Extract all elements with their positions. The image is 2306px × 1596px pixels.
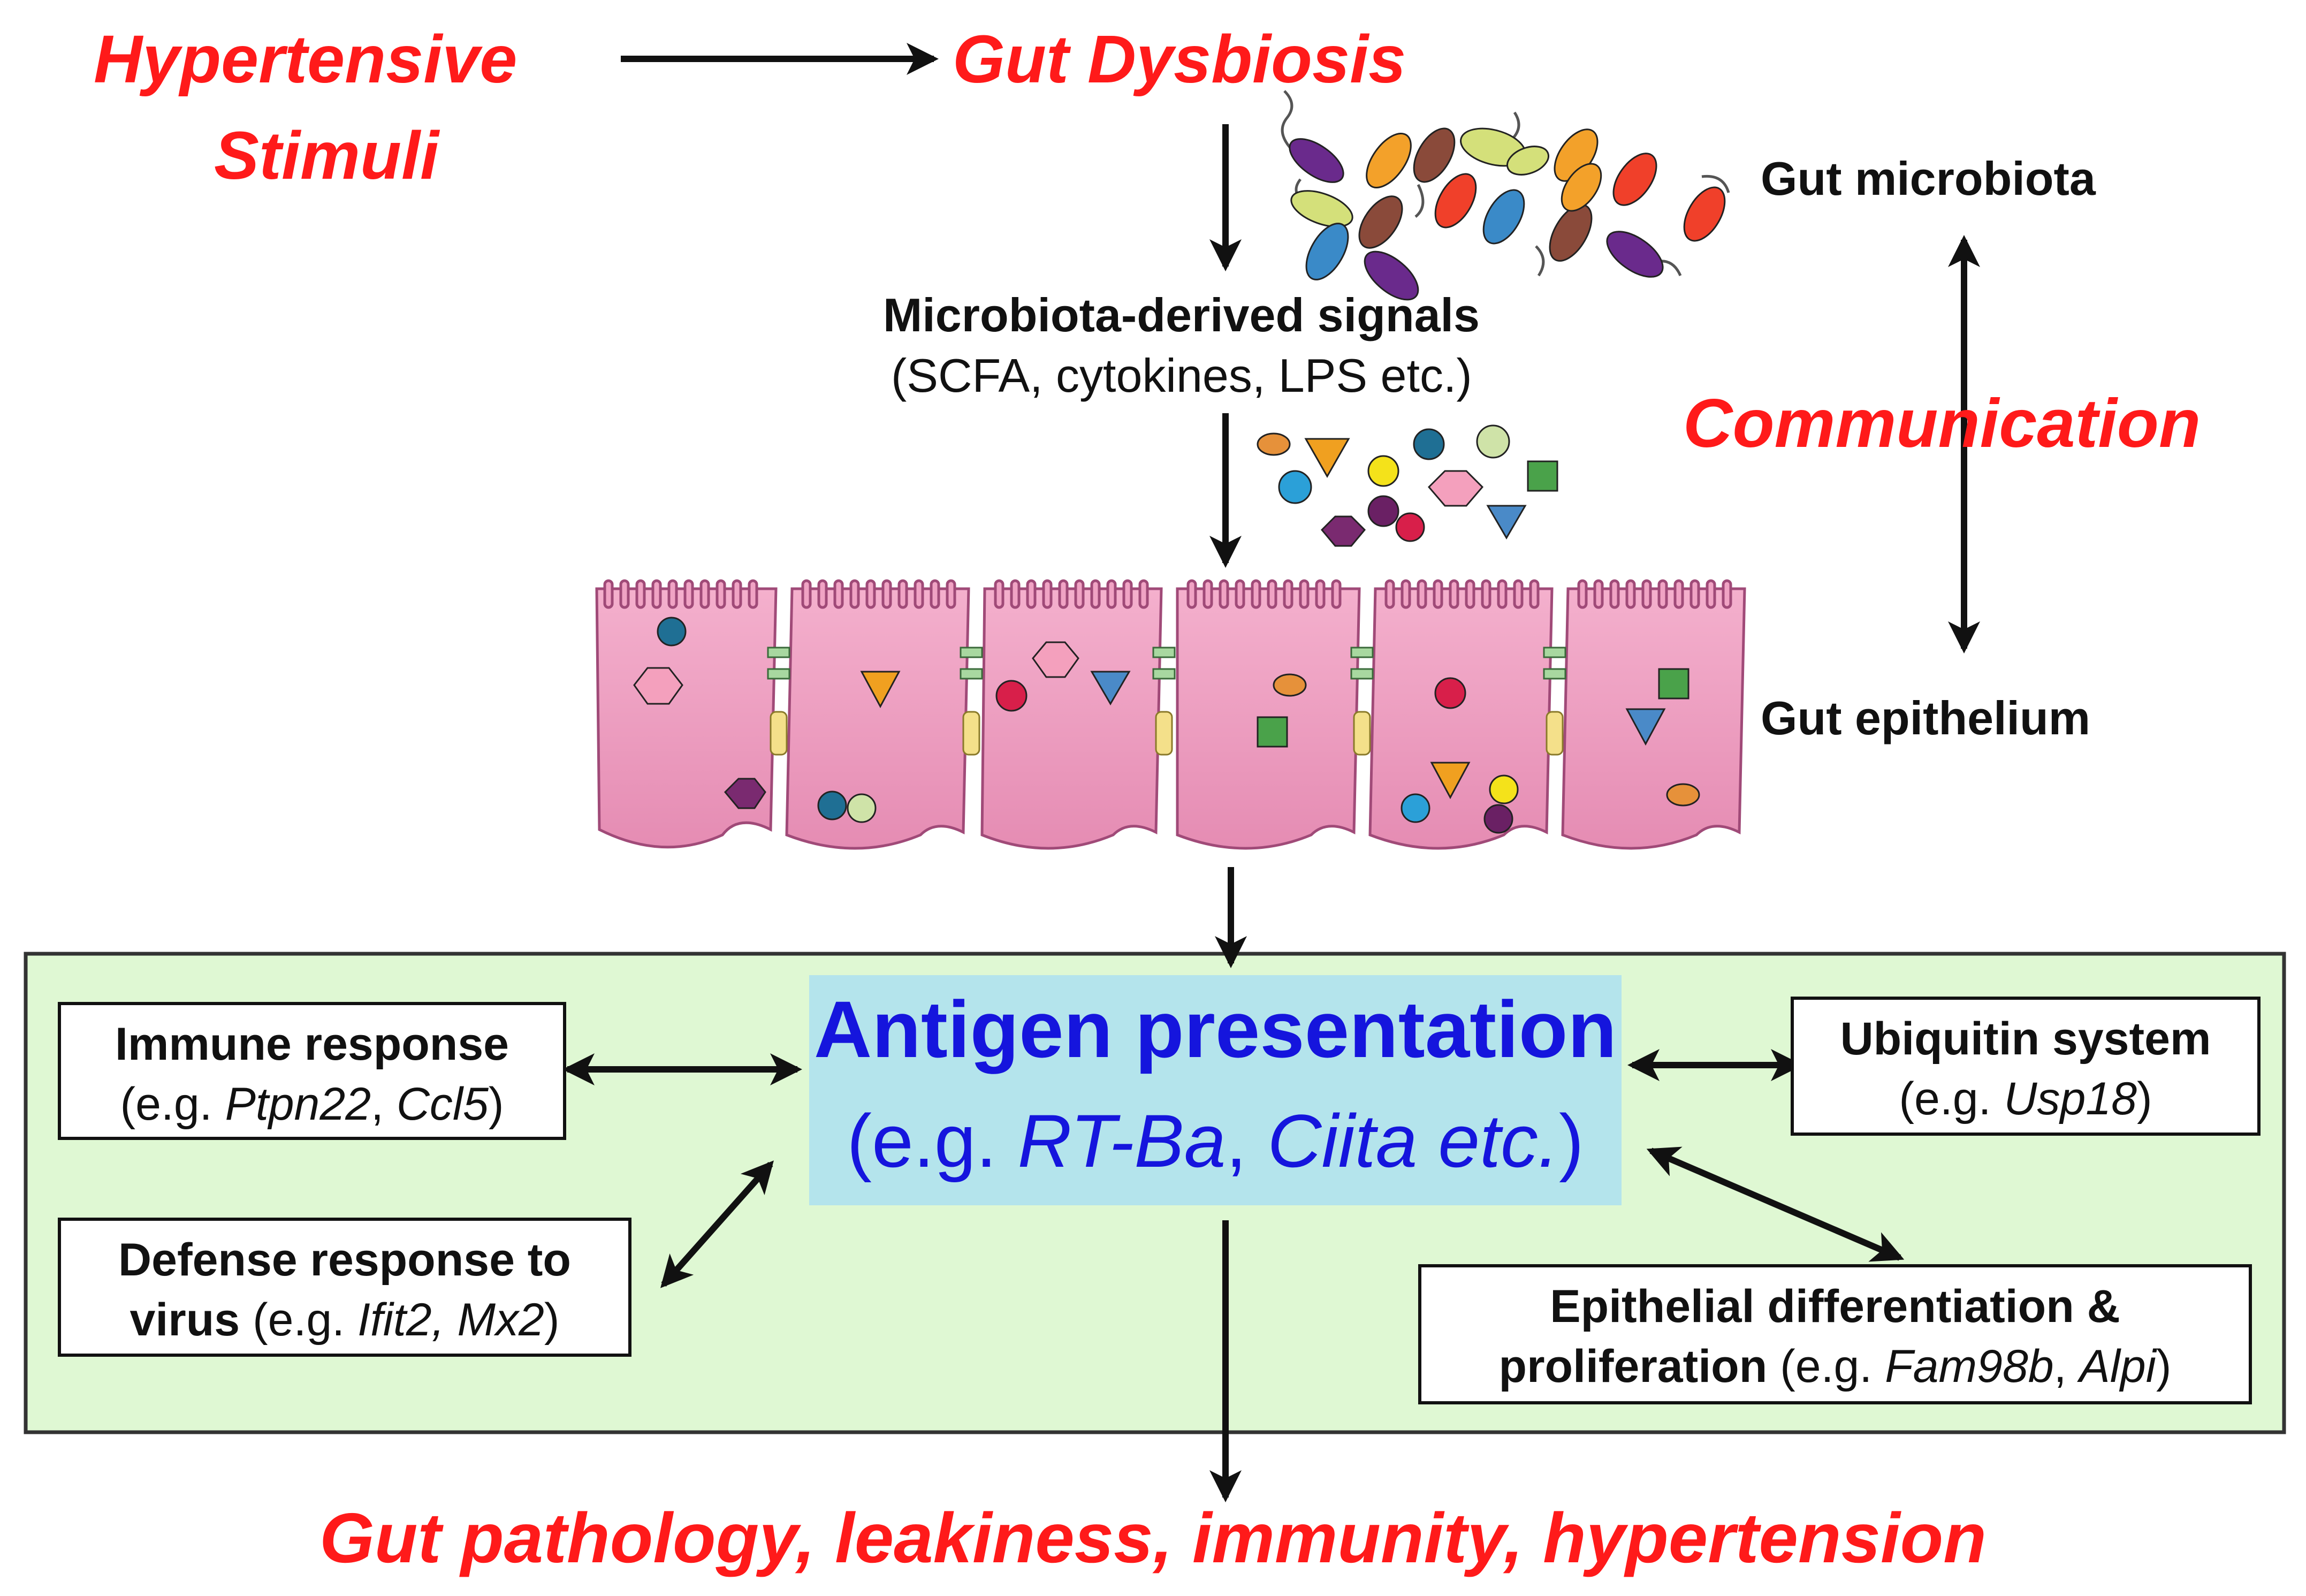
antigen-presentation-examples: (e.g. RT-Ba, Ciita etc.) — [847, 1099, 1584, 1183]
signals-examples: (SCFA, cytokines, LPS etc.) — [891, 349, 1472, 402]
gene-rt-ba: RT-Ba — [1017, 1099, 1226, 1183]
arrow-defense-antigen — [660, 1160, 774, 1288]
communication-label: Communication — [1683, 385, 2201, 462]
arrow-antigen-epithelial — [1646, 1146, 1905, 1262]
outcome-label: Gut pathology, leakiness, immunity, hype… — [319, 1499, 1987, 1577]
gene-ciita: Ciita etc. — [1267, 1099, 1559, 1183]
epithelial-differentiation-box: Epithelial differentiation & proliferati… — [1418, 1264, 2252, 1404]
antigen-presentation-highlight — [809, 975, 1622, 1205]
antigen-presentation-title: Antigen presentation — [813, 984, 1617, 1074]
signal-molecules-illustration — [1257, 424, 1558, 547]
gut-dysbiosis-label: Gut Dysbiosis — [953, 21, 1406, 97]
gut-microbiota-illustration — [1281, 90, 1730, 301]
hypertensive-stimuli-line1: Hypertensive — [94, 21, 517, 97]
ubiquitin-system-box: Ubiquitin system (e.g. Usp18) — [1791, 997, 2261, 1136]
gut-epithelium-illustration — [595, 579, 1746, 850]
defense-response-box: Defense response to virus (e.g. Ifit2, M… — [58, 1218, 631, 1357]
immune-response-box: Immune response (e.g. Ptpn22, Ccl5) — [58, 1002, 566, 1140]
gut-microbiota-label: Gut microbiota — [1761, 152, 2096, 205]
hypertensive-stimuli-line2: Stimuli — [214, 118, 439, 193]
gut-epithelium-label: Gut epithelium — [1761, 691, 2090, 744]
signals-title: Microbiota-derived signals — [883, 288, 1480, 341]
